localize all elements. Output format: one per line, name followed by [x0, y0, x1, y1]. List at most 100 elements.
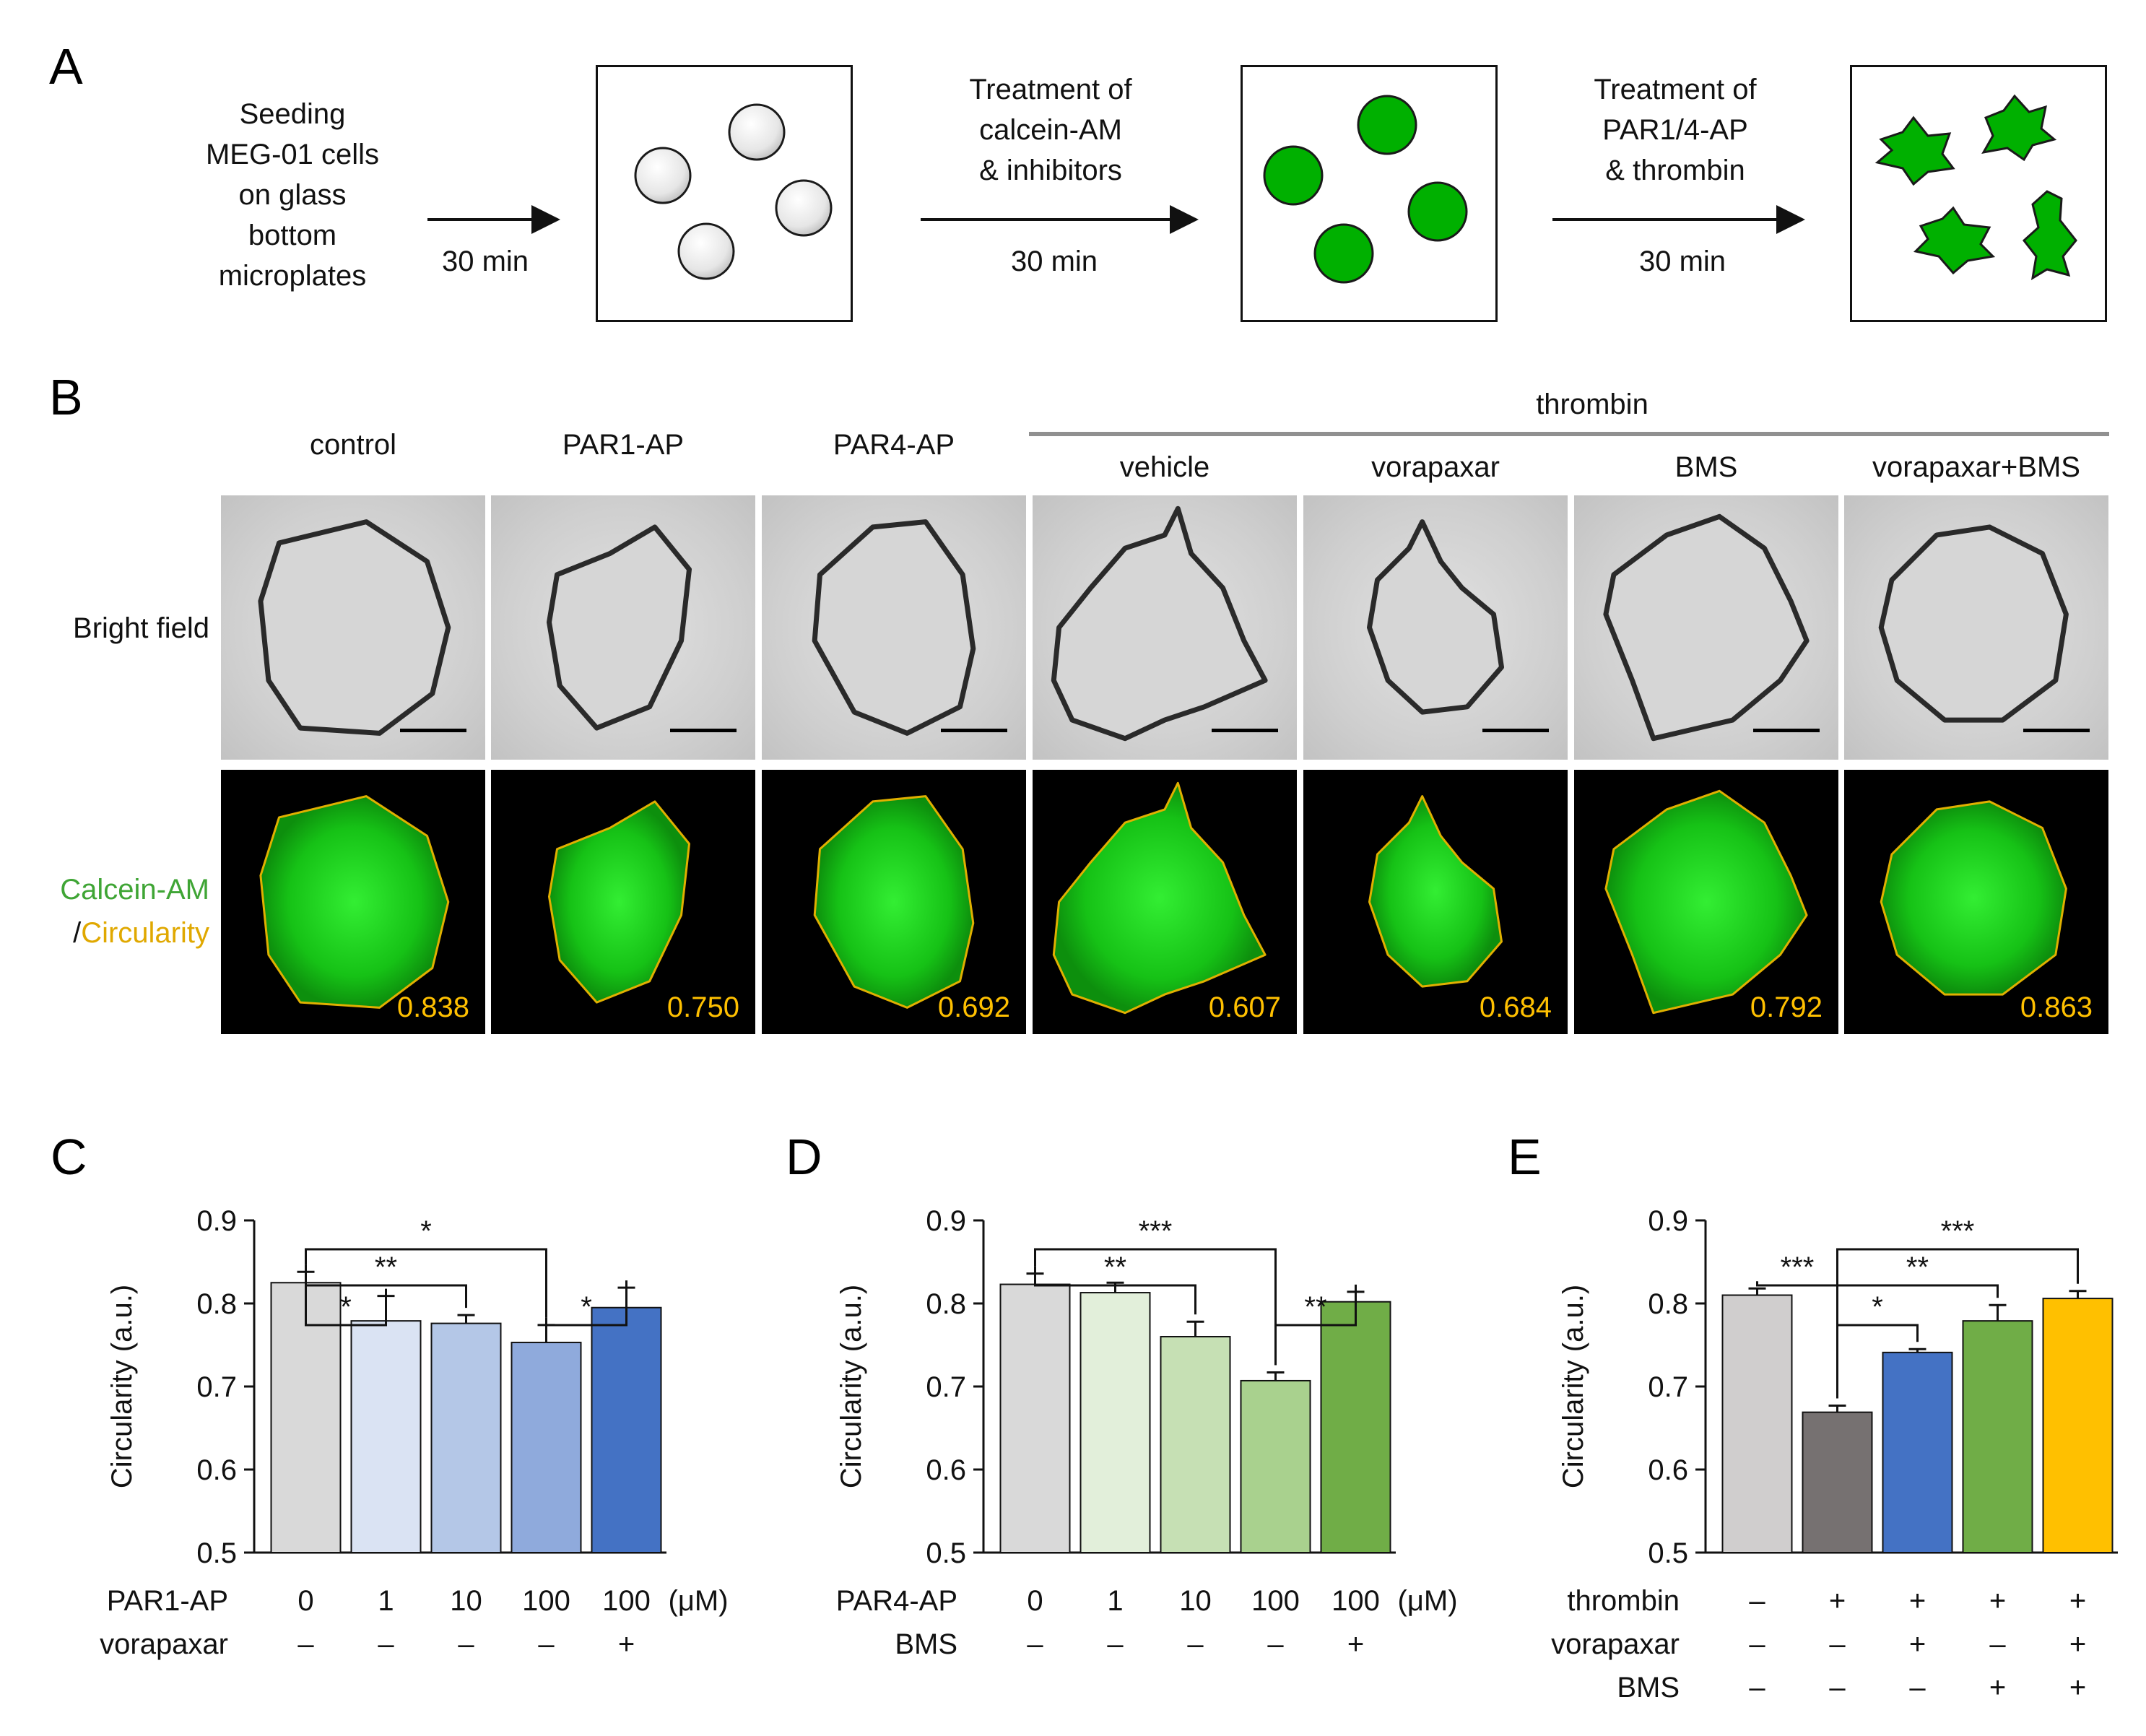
condition-value: 1: [378, 1585, 394, 1617]
panel-e-letter: E: [1508, 1129, 1542, 1185]
column-header-5: BMS: [1674, 451, 1738, 483]
significance-marker: *: [581, 1291, 592, 1323]
panel-a-letter: A: [49, 38, 83, 95]
column-header-4: vorapaxar: [1371, 451, 1500, 483]
bar: [1320, 1301, 1391, 1553]
y-tick-label: 0.6: [196, 1454, 237, 1486]
cell-outline: [1880, 800, 2067, 996]
panel-d-letter: D: [786, 1129, 822, 1185]
panel-b-letter: B: [49, 369, 83, 425]
bright-field-image: [762, 495, 1026, 760]
condition-value: –: [1107, 1628, 1124, 1660]
chart-c: Circularity (a.u.)0.50.60.70.80.9*****PA…: [100, 1205, 729, 1660]
condition-value: –: [297, 1628, 314, 1660]
condition-value: 100: [602, 1585, 651, 1617]
condition-value: –: [378, 1628, 394, 1660]
significance-marker: *: [420, 1215, 432, 1247]
resting-cells-drawing: [634, 103, 833, 280]
chart-d: Circularity (a.u.)0.50.60.70.80.9*******…: [835, 1205, 1458, 1660]
cell-outline: [1052, 781, 1267, 1015]
calcein-fluorescence-image: 0.750: [491, 770, 755, 1034]
condition-value: 0: [1027, 1585, 1043, 1617]
circularity-value: 0.792: [1750, 991, 1823, 1023]
significance-bracket: [1274, 1284, 1357, 1366]
bar: [999, 1283, 1071, 1554]
condition-value: +: [2069, 1585, 2086, 1617]
bar: [1079, 1292, 1151, 1554]
condition-value: 100: [1251, 1585, 1300, 1617]
condition-value: 100: [1332, 1585, 1380, 1617]
well-calcein-cells: [1241, 65, 1498, 322]
condition-unit: (μM): [669, 1585, 729, 1617]
arrow-3-time: 30 min: [1638, 246, 1726, 277]
significance-marker: *: [340, 1291, 352, 1323]
spread-cell: [1875, 116, 1955, 186]
condition-label: thrombin: [1567, 1585, 1680, 1617]
resting-cell: [775, 179, 833, 237]
significance-marker: **: [1304, 1291, 1326, 1323]
column-header-3: vehicle: [1119, 451, 1210, 483]
row-label-fluorescence: Calcein-AM /Circularity: [14, 868, 209, 955]
y-tick-label: 0.7: [926, 1371, 966, 1403]
y-tick-label: 0.9: [926, 1205, 966, 1237]
condition-label: PAR4-AP: [836, 1585, 957, 1617]
bright-field-image: [491, 495, 755, 760]
circularity-value: 0.838: [396, 991, 469, 1023]
significance-bracket: [1034, 1266, 1196, 1315]
bright-field-image: [1303, 495, 1568, 760]
y-tick-label: 0.7: [196, 1371, 237, 1403]
y-tick-label: 0.9: [196, 1205, 237, 1237]
arrow-2-label-line: & inhibitors: [979, 155, 1122, 186]
well-resting-cells: [596, 65, 853, 322]
green-cell: [1407, 181, 1468, 242]
activated-cells-drawing: [1875, 94, 2077, 280]
row-label-bright-field: Bright field: [73, 612, 209, 644]
significance-marker: ***: [1781, 1251, 1815, 1283]
condition-value: +: [2069, 1628, 2086, 1660]
scale-bar: [400, 729, 466, 732]
calcein-am-label: Calcein-AM: [60, 874, 209, 906]
arrow-1-time: 30 min: [441, 246, 529, 277]
bar: [270, 1282, 342, 1553]
bright-field-image: [221, 495, 485, 760]
scale-bar: [941, 729, 1007, 732]
significance-bracket: [305, 1264, 467, 1308]
condition-value: –: [1027, 1628, 1043, 1660]
condition-label: BMS: [1617, 1672, 1680, 1704]
panel-a-arrows: [427, 205, 1805, 234]
condition-value: +: [1347, 1628, 1364, 1660]
calcein-fluorescence-image: 0.863: [1844, 770, 2108, 1034]
scale-bar: [1482, 729, 1549, 732]
spread-cell: [1913, 206, 1996, 275]
condition-value: 0: [297, 1585, 313, 1617]
condition-label: vorapaxar: [100, 1628, 228, 1660]
circularity-value: 0.607: [1208, 991, 1281, 1023]
resting-cell: [728, 103, 786, 161]
y-tick-label: 0.7: [1648, 1371, 1688, 1403]
bright-field-cell: [1603, 513, 1810, 742]
panel-c-letter: C: [51, 1129, 87, 1185]
condition-value: +: [1909, 1628, 1926, 1660]
condition-value: +: [1989, 1585, 2006, 1617]
condition-value: –: [1749, 1628, 1765, 1660]
condition-value: –: [1267, 1628, 1284, 1660]
seeding-text-line: microplates: [218, 260, 367, 292]
seeding-text-line: Seeding: [239, 98, 346, 130]
bar: [430, 1322, 502, 1553]
y-tick-label: 0.8: [196, 1288, 237, 1320]
calcein-fluorescence-image: 0.607: [1033, 770, 1297, 1034]
y-tick-label: 0.8: [1648, 1288, 1688, 1320]
condition-value: 1: [1107, 1585, 1123, 1617]
y-tick-label: 0.6: [1648, 1454, 1688, 1486]
bright-field-cell: [1051, 505, 1268, 742]
green-cell: [1263, 145, 1324, 206]
significance-bracket: [305, 1248, 547, 1318]
condition-value: +: [1829, 1585, 1846, 1617]
column-header-2: PAR4-AP: [833, 429, 955, 461]
bar: [1160, 1336, 1231, 1553]
calcein-fluorescence-image: 0.692: [762, 770, 1026, 1034]
bar: [2042, 1298, 2114, 1553]
spread-cell: [2022, 190, 2077, 280]
bright-field-image: [1033, 495, 1297, 760]
